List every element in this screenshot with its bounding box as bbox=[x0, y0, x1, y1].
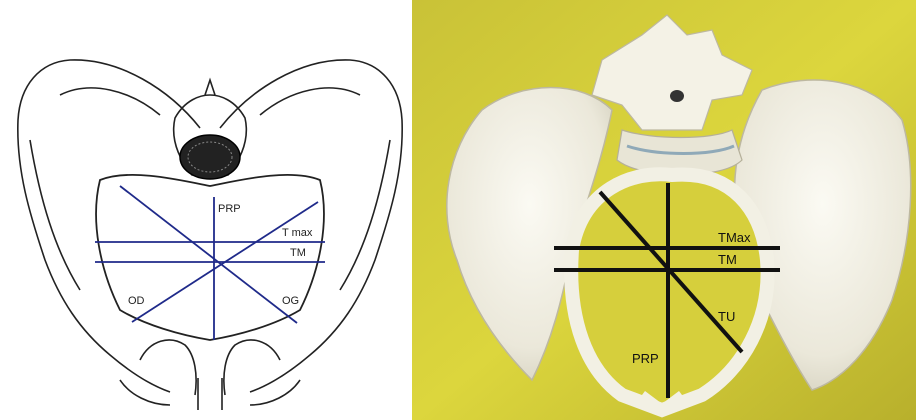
label-prp: PRP bbox=[218, 203, 241, 215]
photo-label-tmax: TMax bbox=[718, 230, 751, 245]
pelvis-diagram-panel: PRP T max TM OD OG bbox=[0, 0, 412, 420]
label-og: OG bbox=[282, 295, 299, 307]
pelvis-outline bbox=[18, 60, 402, 410]
label-tmax: T max bbox=[282, 227, 313, 239]
label-tm: TM bbox=[290, 247, 306, 259]
photo-label-tu: TU bbox=[718, 309, 735, 324]
pelvis-photo-svg: TMax TM TU PRP bbox=[412, 0, 916, 420]
photo-label-tm: TM bbox=[718, 252, 737, 267]
vertebral-hole bbox=[670, 90, 684, 102]
od-line bbox=[120, 186, 297, 323]
pelvis-photo-panel: TMax TM TU PRP bbox=[412, 0, 916, 420]
pelvis-diagram-svg: PRP T max TM OD OG bbox=[0, 0, 412, 420]
measurement-lines bbox=[95, 186, 325, 340]
label-od: OD bbox=[128, 295, 145, 307]
photo-label-prp: PRP bbox=[632, 351, 659, 366]
